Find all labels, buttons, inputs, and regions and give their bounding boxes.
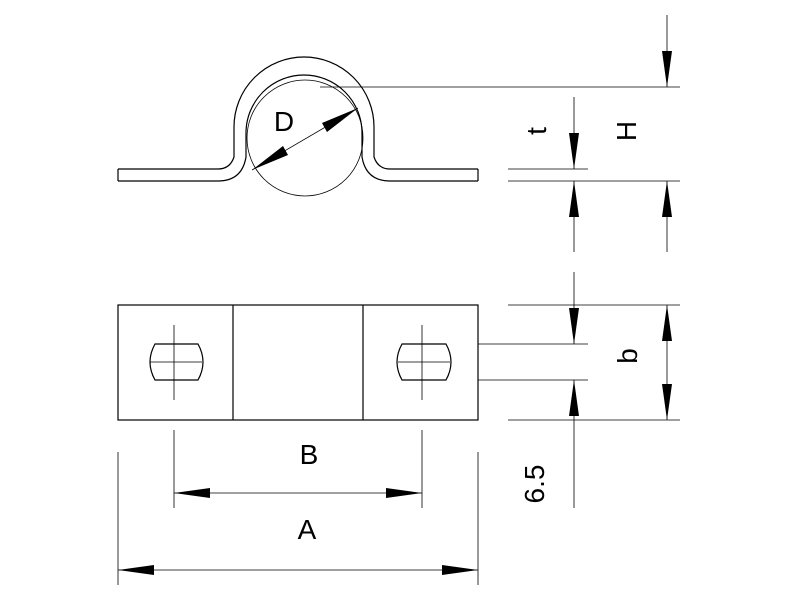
H-arrow-up (662, 181, 672, 217)
label-t: t (521, 127, 552, 135)
b-arrow-up (662, 305, 672, 341)
side-view: D (117, 56, 479, 197)
plan-outline (117, 304, 479, 421)
plan-view (117, 304, 479, 421)
right-slot-hole (396, 343, 452, 381)
t-arrow-down (569, 133, 579, 169)
bottom-dimensions: B A (117, 430, 479, 585)
label-6-5: 6.5 (519, 465, 550, 504)
b-arrow-down (662, 384, 672, 420)
label-B: B (300, 439, 319, 470)
diameter-arrow-1 (252, 146, 288, 170)
A-arrow-left (118, 565, 154, 575)
B-arrow-left (174, 488, 210, 498)
label-b: b (612, 348, 643, 364)
t-arrow-up (569, 181, 579, 217)
pipe-circle (246, 79, 364, 197)
left-slot-hole (149, 343, 204, 381)
label-H: H (611, 121, 642, 141)
H-arrow-down (662, 51, 672, 87)
slot-arrow-down (569, 308, 579, 344)
B-arrow-right (386, 488, 422, 498)
clamp-outer-profile (118, 56, 478, 170)
label-A: A (298, 514, 317, 545)
label-D: D (274, 106, 294, 137)
plan-side-dimensions: 6.5 b (478, 272, 680, 508)
clamp-inner-profile (118, 74, 478, 182)
diameter-arrow-2 (322, 108, 358, 132)
slot-arrow-up (569, 380, 579, 416)
side-dimensions: t H (320, 15, 680, 252)
A-arrow-right (442, 565, 478, 575)
